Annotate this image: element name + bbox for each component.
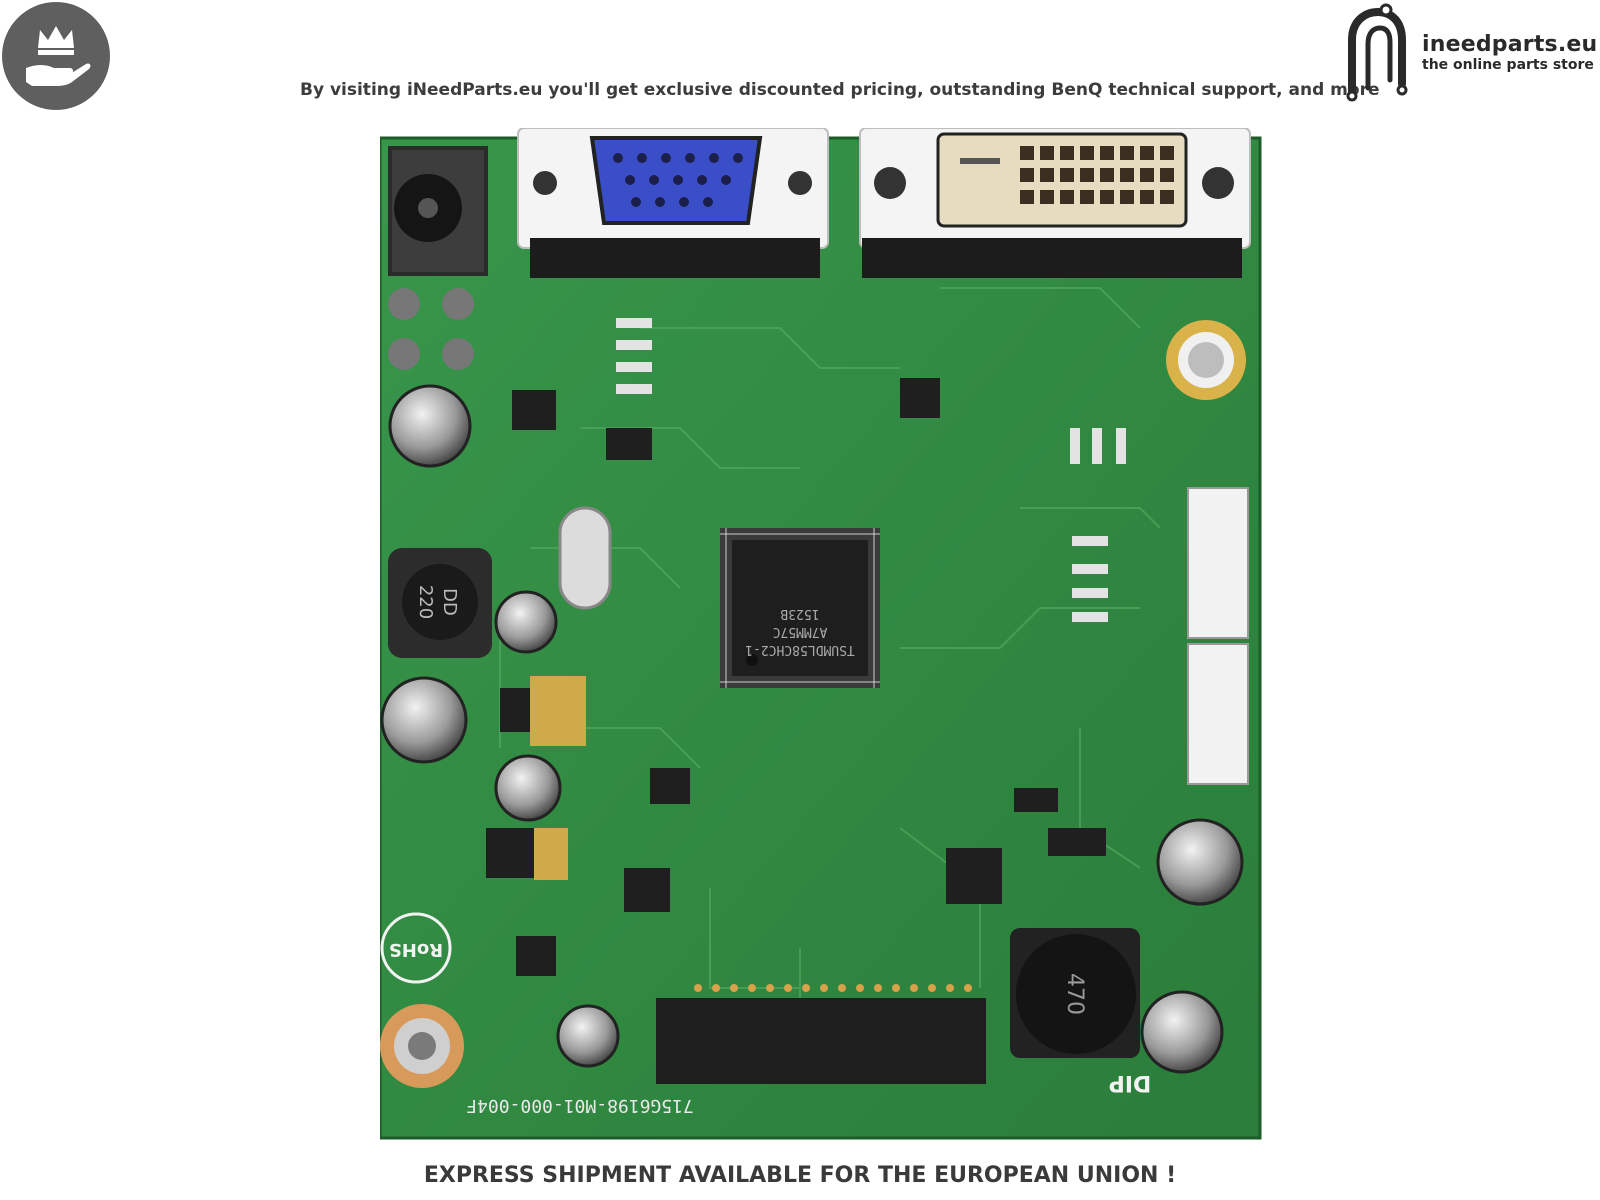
svg-text:DD: DD: [439, 588, 460, 616]
svg-text:DIP: DIP: [1109, 1070, 1152, 1095]
express-shipment-notice: EXPRESS SHIPMENT AVAILABLE FOR THE EUROP…: [423, 1163, 1177, 1188]
svg-text:A7MM57C: A7MM57C: [773, 624, 828, 639]
logo-name: ineedparts.eu: [1422, 32, 1598, 57]
ineedparts-logo[interactable]: ineedparts.eu the online parts store: [1340, 2, 1600, 102]
circuit-n-logo-icon: [1346, 3, 1408, 102]
product-photo: DD 220 470 TSUMDL58CHC2-1 A7MM57C 1523B: [378, 127, 1290, 1148]
logo-subtitle: the online parts store: [1422, 57, 1594, 73]
svg-text:1523B: 1523B: [780, 606, 819, 621]
svg-text:470: 470: [1062, 973, 1087, 1015]
svg-text:220: 220: [415, 585, 436, 619]
svg-text:TSUMDL58CHC2-1: TSUMDL58CHC2-1: [745, 642, 855, 657]
promo-tagline: By visiting iNeedParts.eu you'll get exc…: [300, 80, 1380, 100]
pcb-board-image: DD 220 470 TSUMDL58CHC2-1 A7MM57C 1523B: [378, 127, 1262, 1140]
svg-text:715G6198-M01-000-004F: 715G6198-M01-000-004F: [466, 1095, 694, 1116]
crown-hand-badge: [2, 2, 110, 110]
crown-on-hand-icon: [26, 26, 91, 86]
svg-text:RoHS: RoHS: [389, 939, 443, 960]
